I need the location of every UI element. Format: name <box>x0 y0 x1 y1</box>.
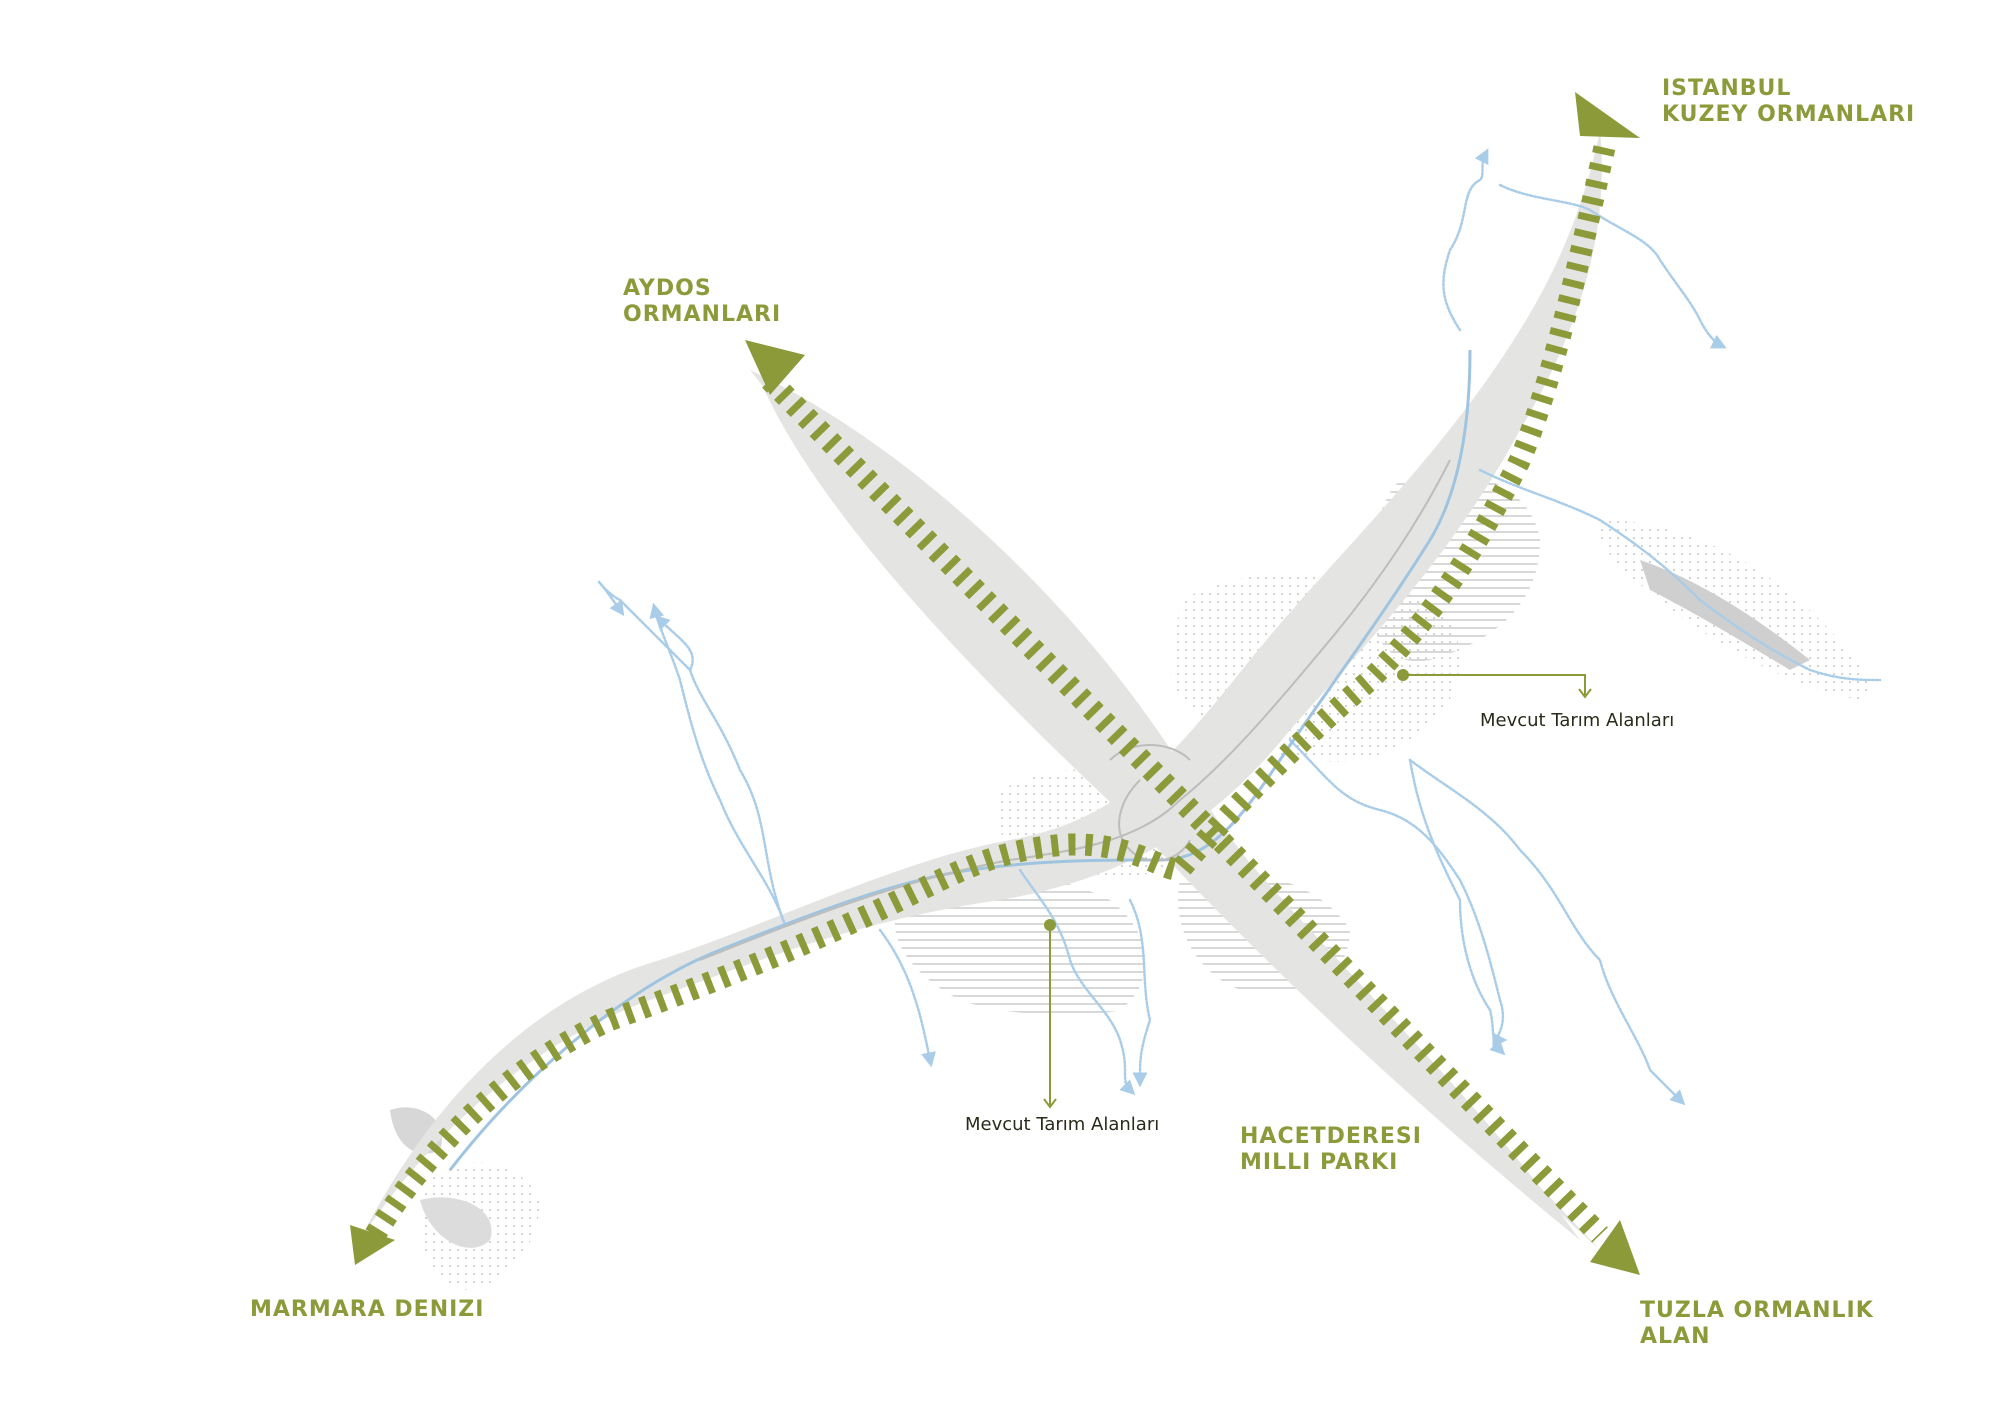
destination-labels: ISTANBUL KUZEY ORMANLARI AYDOS ORMANLARI… <box>250 76 1915 1349</box>
stream-se <box>1408 758 1686 1106</box>
stream-south <box>1408 758 1506 1056</box>
label-istanbul-line1: ISTANBUL <box>1662 76 1791 101</box>
label-aydos-line2: ORMANLARI <box>623 302 781 327</box>
stream-center-3 <box>1128 898 1152 1088</box>
stream-east <box>1288 738 1508 1048</box>
annotation-leaders <box>1043 674 1592 1109</box>
label-aydos-line1: AYDOS <box>623 276 712 301</box>
label-hacetderesi-line2: MILLI PARKI <box>1240 1150 1398 1175</box>
corridor-arrowheads <box>350 92 1640 1275</box>
label-hacetderesi-line1: HACETDERESI <box>1240 1124 1422 1149</box>
stream-west-1 <box>597 580 787 927</box>
label-marmara: MARMARA DENIZI <box>250 1297 484 1322</box>
road-3 <box>1109 744 1191 761</box>
stream-ne-river <box>1478 468 1882 682</box>
label-farmland-east: Mevcut Tarım Alanları <box>1480 710 1674 731</box>
triangle-arrow-icon <box>1590 1220 1640 1275</box>
triangle-arrow-icon <box>350 1225 395 1265</box>
leader-arrow-center <box>1043 1098 1057 1109</box>
label-tuzla-line1: TUZLA ORMANLIK <box>1640 1298 1874 1323</box>
stream-west-2 <box>654 614 694 672</box>
annotation-markers <box>1044 669 1409 931</box>
corridor-aydos-tuzla <box>762 372 1608 1243</box>
halo-marmara-istanbul <box>360 130 1602 1240</box>
label-tuzla-line2: ALAN <box>1640 1324 1710 1349</box>
farmland-center <box>894 873 1146 1016</box>
road-1 <box>699 459 1451 961</box>
gray-patch-west-2 <box>420 1197 492 1248</box>
corridors <box>365 142 1616 1243</box>
triangle-arrow-icon <box>1575 92 1640 138</box>
leader-farmland-east <box>1403 674 1586 695</box>
label-farmland-center: Mevcut Tarım Alanları <box>965 1114 1159 1135</box>
road-2 <box>1118 779 1191 862</box>
stream-center-1 <box>878 928 936 1068</box>
dot-marker-icon <box>1044 919 1056 931</box>
gray-patch-river-ne <box>1640 560 1810 670</box>
dot-marker-icon <box>1397 669 1409 681</box>
triangle-arrow-icon <box>745 340 805 395</box>
corridor-marmara-istanbul <box>365 142 1616 1241</box>
leader-arrow-east <box>1578 688 1592 699</box>
stream-west-3 <box>649 602 787 927</box>
stream-north-1 <box>1442 148 1489 332</box>
stream-north-2 <box>1498 183 1727 349</box>
streams <box>597 148 1882 1106</box>
roads <box>699 459 1451 961</box>
stream-center-2 <box>1018 868 1136 1096</box>
label-istanbul-line2: KUZEY ORMANLARI <box>1662 102 1915 127</box>
